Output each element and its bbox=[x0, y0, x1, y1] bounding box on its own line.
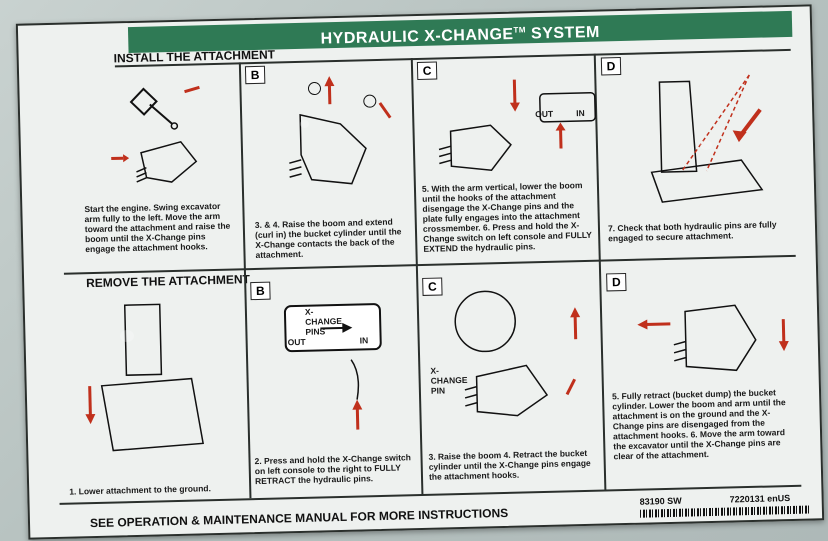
switch-press-illustration bbox=[283, 303, 382, 430]
water-droplet bbox=[120, 330, 134, 342]
section-remove-label: REMOVE THE ATTACHMENT bbox=[86, 272, 251, 291]
water-droplet bbox=[700, 140, 712, 150]
pin-engage-illustration bbox=[438, 79, 597, 172]
lower-attachment-illustration bbox=[85, 303, 205, 452]
install-c-switch-in: IN bbox=[576, 107, 585, 119]
decal-title: HYDRAULIC X-CHANGETM SYSTEM bbox=[127, 10, 793, 54]
remove-d-caption: 5. Fully retract (bucket dump) the bucke… bbox=[611, 387, 786, 462]
remove-c-letter: C bbox=[422, 277, 443, 296]
install-d-caption: 7. Check that both hydraulic pins are fu… bbox=[607, 219, 777, 244]
raise-boom-illustration bbox=[454, 290, 581, 417]
water-droplet bbox=[480, 210, 490, 219]
remove-b-switch-out: OUT bbox=[287, 336, 306, 348]
install-c-switch-out: OUT bbox=[535, 108, 554, 120]
install-b-caption: 3. & 4. Raise the boom and extend (curl … bbox=[254, 216, 402, 261]
remove-b-letter: B bbox=[250, 281, 271, 301]
pin-check-illustration bbox=[650, 74, 764, 203]
water-droplet bbox=[300, 120, 309, 128]
remove-b-switch-in: IN bbox=[359, 335, 369, 346]
remove-c-pin-label: X-CHANGE PIN bbox=[430, 365, 468, 396]
install-c-caption: 5. With the arm vertical, lower the boom… bbox=[421, 180, 592, 254]
bucket-curl-illustration bbox=[289, 76, 392, 185]
remove-c-caption: 3. Raise the boom 4. Retract the bucket … bbox=[428, 447, 591, 482]
remove-b-switch-title: X-CHANGE PINS bbox=[304, 306, 343, 337]
install-b-letter: B bbox=[244, 65, 266, 85]
remove-a-caption: 1. Lower attachment to the ground. bbox=[69, 483, 212, 497]
code-right: 7220131 enUS bbox=[729, 493, 791, 505]
grid-col2 bbox=[410, 58, 424, 495]
install-a-caption: Start the engine. Swing excavator arm fu… bbox=[84, 200, 231, 255]
footer-instructions: SEE OPERATION & MAINTENANCE MANUAL FOR M… bbox=[89, 505, 509, 531]
grid-middle bbox=[63, 254, 796, 275]
barcode bbox=[639, 505, 811, 518]
excavator-hook-illustration bbox=[111, 85, 200, 183]
warning-decal: HYDRAULIC X-CHANGETM SYSTEM INSTALL THE … bbox=[15, 4, 825, 540]
remove-b-caption: 2. Press and hold the X-Change switch on… bbox=[254, 452, 411, 487]
code-left: 83190 SW bbox=[639, 495, 682, 507]
disengage-illustration bbox=[637, 304, 789, 372]
